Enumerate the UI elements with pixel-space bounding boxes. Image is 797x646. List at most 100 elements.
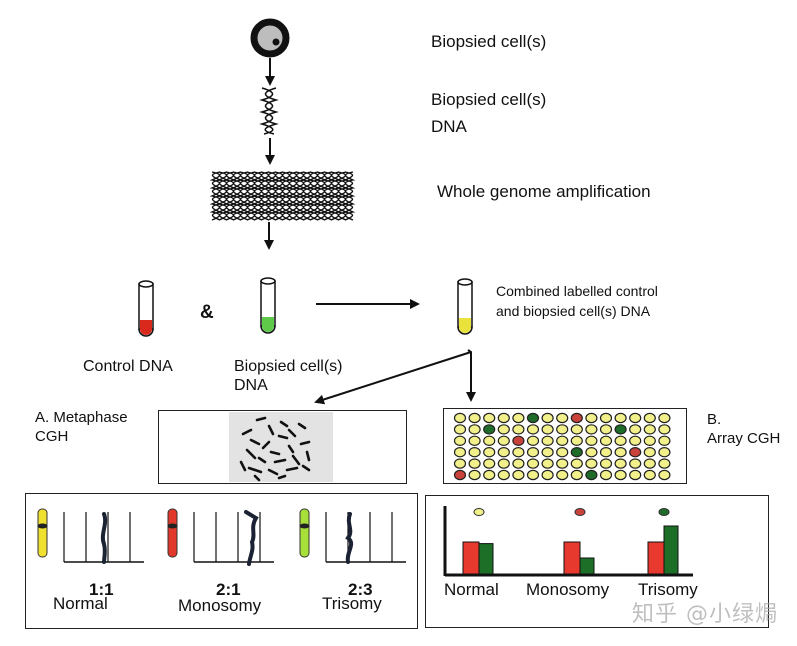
array-spot [643,469,656,481]
array-spot [585,447,598,458]
array-spot [658,447,671,458]
array-spot [497,412,510,424]
array-spot [614,424,627,435]
amplified-dna-strand [286,171,298,221]
amplified-dna-strand [328,171,340,221]
array-spot [599,424,613,435]
array-spot [629,469,642,481]
array-spot [643,424,656,435]
array-spot [643,412,656,424]
tube-rim [457,278,473,286]
array-spot [643,447,656,458]
amplified-dna-strand [209,171,221,221]
array-spot [658,469,671,481]
dna-helix-icon [259,87,279,135]
array-spot [570,447,583,458]
metaphase-chromosome [299,440,311,446]
ratio-profile-curve [244,510,259,566]
array-spot [468,424,481,435]
array-spot [497,469,510,481]
array-spot [599,458,613,469]
array-spot [570,469,583,481]
result-ratio-monosomy: 2:1 [216,580,241,599]
array-spot [556,458,569,469]
dna-label-line1: Biopsied cell(s) [431,90,547,109]
metaphase-chromosome [273,458,287,464]
array-spot [512,447,525,458]
array-spot [453,412,467,424]
cell-label: Biopsied cell(s) [431,32,547,51]
array-spot [585,424,598,435]
array-spot [629,412,642,424]
array-spot [526,435,540,446]
array-spot [453,435,467,446]
combined-dna-tube-icon [457,278,473,335]
amplified-dna-strand [237,171,249,221]
array-spot [512,469,525,481]
result-ratio-trisomy: 2:3 [348,580,373,599]
amplified-dna-strand [321,171,333,221]
array-ratio-bar-chart [443,506,693,577]
control-dna-tube-icon [138,280,154,337]
metaphase-chromosome [287,428,297,438]
array-spot [570,458,583,469]
array-spot [556,435,569,446]
metaphase-label-line1: A. Metaphase [35,409,128,426]
tube-bottom [138,328,154,337]
tube-liquid [459,318,471,333]
result-label-normal: Normal [53,594,108,613]
array-spot [556,412,569,424]
array-spot [556,447,569,458]
amplified-dna-strand [314,171,326,221]
array-spot [512,412,525,424]
tube-bottom [457,326,473,335]
metaphase-chromosome [245,448,257,460]
array-spot [453,458,467,469]
biopsied-dna-tube-icon [260,277,276,334]
array-spot [570,435,583,446]
bar-control [462,541,480,575]
metaphase-chromosome [291,454,301,466]
array-results-panel: Normal Monosomy Trisomy [425,495,769,628]
tube-rim [260,277,276,285]
array-spot [483,424,496,435]
array-spot [599,469,613,481]
array-spot [585,469,598,481]
biopsied-dna-label-line1: Biopsied cell(s) [234,358,343,375]
arrow-to-array [466,349,476,402]
array-spot [570,424,583,435]
amplified-dna-strand [344,171,356,221]
array-spot [541,447,554,458]
chromosome-centromere [37,523,48,529]
chromosome-centromere [167,523,178,529]
array-spot [497,435,510,446]
metaphase-results-panel: 1:1 Normal 2:1 Monosomy 2:3 Trisomy [25,493,418,629]
result-label-trisomy: Trisomy [322,594,382,613]
wga-label: Whole genome amplification [437,182,651,201]
array-spot [658,458,671,469]
metaphase-chromosome [255,416,267,422]
array-spot [526,469,540,481]
amplified-dna-strand [258,171,270,221]
array-spot [614,447,627,458]
array-spot [556,469,569,481]
array-spot [497,447,510,458]
tube-bottom [260,325,276,334]
metaphase-chromosome [241,428,253,436]
bar-test [579,557,595,575]
array-spot-grid [453,412,671,481]
cell-icon [250,18,290,58]
amplified-dna-strand [272,171,284,221]
array-spot [599,412,613,424]
array-spot [614,435,627,446]
array-spot [614,412,627,424]
array-spot [556,424,569,435]
amplified-dna-icon [209,171,356,221]
array-spot [526,412,540,424]
arrow-to-metaphase [314,351,472,405]
array-spot [453,447,467,458]
bar-test [663,525,679,575]
bar-test [478,543,494,575]
tube-liquid [140,320,152,335]
metaphase-chromosome [261,440,271,450]
